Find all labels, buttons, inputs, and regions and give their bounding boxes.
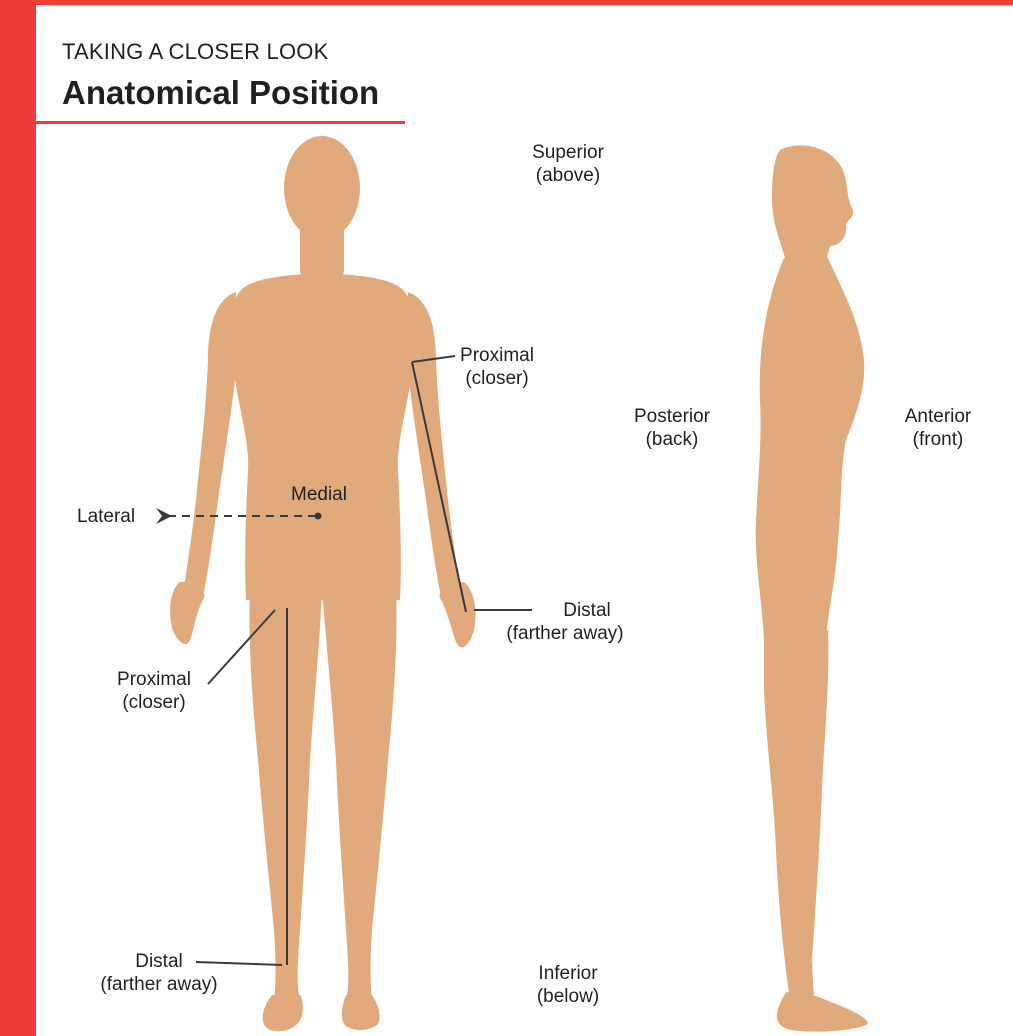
superior-term: Superior [508, 141, 628, 164]
label-posterior: Posterior (back) [612, 405, 732, 451]
label-superior: Superior (above) [508, 141, 628, 187]
inferior-term: Inferior [508, 962, 628, 985]
front-right-hand [440, 582, 476, 648]
distal-arm-term: Distal [490, 599, 640, 622]
label-distal-arm: Distal (farther away) [490, 599, 640, 645]
superior-meaning: (above) [508, 164, 628, 187]
medial-term: Medial [291, 483, 347, 506]
proximal-leg-term: Proximal [104, 668, 204, 691]
front-left-hand [170, 582, 204, 644]
side-head [772, 145, 853, 262]
side-leg [764, 630, 828, 1000]
label-distal-leg: Distal (farther away) [84, 950, 234, 996]
proximal-arm-meaning: (closer) [446, 367, 548, 390]
front-torso [230, 274, 417, 600]
posterior-term: Posterior [612, 405, 732, 428]
posterior-meaning: (back) [612, 428, 732, 451]
side-torso [756, 258, 865, 640]
distal-leg-term: Distal [84, 950, 234, 973]
distal-leg-meaning: (farther away) [84, 973, 234, 996]
front-left-foot [263, 995, 303, 1031]
front-right-leg [322, 590, 397, 1000]
medial-dot [315, 513, 322, 520]
proximal-arm-term: Proximal [446, 344, 548, 367]
anterior-term: Anterior [878, 405, 998, 428]
front-left-leg [249, 590, 322, 1000]
front-neck [300, 222, 344, 280]
label-inferior: Inferior (below) [508, 962, 628, 1008]
label-lateral: Lateral [77, 505, 135, 528]
label-proximal-leg: Proximal (closer) [104, 668, 204, 714]
front-right-foot [342, 995, 380, 1030]
label-medial: Medial [291, 483, 347, 506]
inferior-meaning: (below) [508, 985, 628, 1008]
label-proximal-arm: Proximal (closer) [446, 344, 548, 390]
side-body-silhouette [756, 145, 868, 1031]
proximal-leg-meaning: (closer) [104, 691, 204, 714]
label-anterior: Anterior (front) [878, 405, 998, 451]
front-left-arm [184, 292, 236, 592]
anterior-meaning: (front) [878, 428, 998, 451]
side-foot [777, 992, 868, 1032]
distal-arm-meaning: (farther away) [490, 622, 640, 645]
lateral-term: Lateral [77, 505, 135, 528]
front-body-silhouette [170, 136, 475, 1031]
